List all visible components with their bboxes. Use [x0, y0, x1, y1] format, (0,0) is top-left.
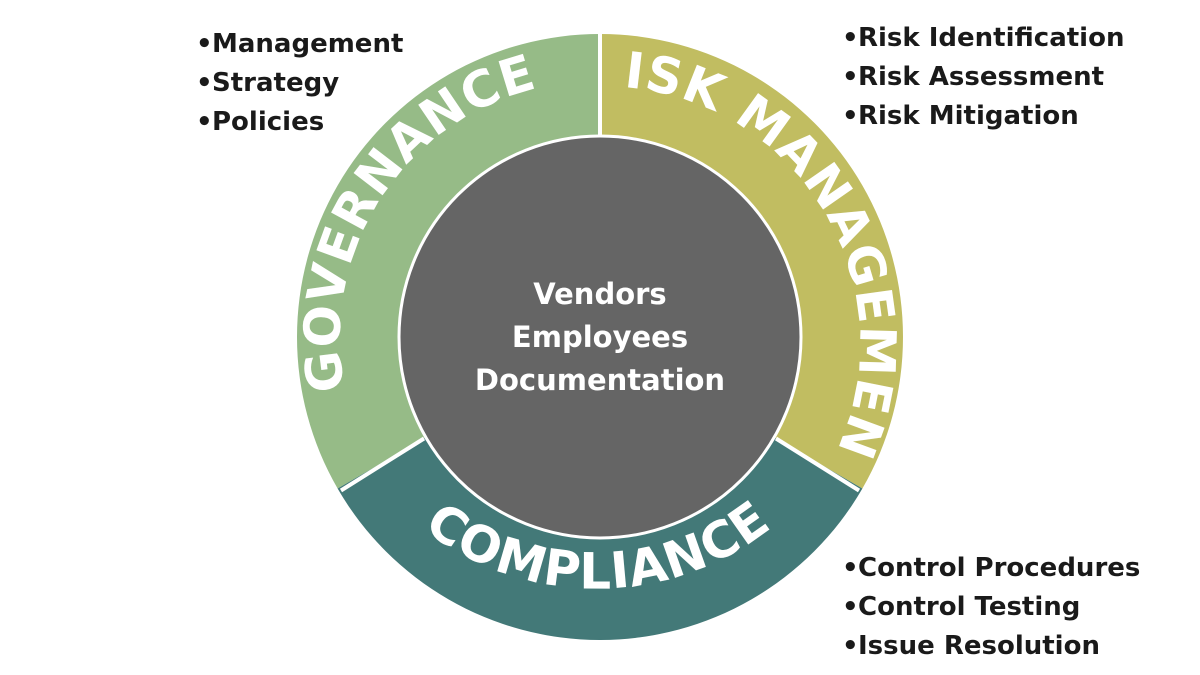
governance-bullet-item: Strategy: [196, 64, 403, 103]
compliance-bullets: Control Procedures Control Testing Issue…: [842, 549, 1140, 666]
risk-management-segment: [600, 34, 903, 489]
center-line-documentation: Documentation: [475, 363, 725, 397]
center-circle: [397, 134, 803, 540]
compliance-bullet-item: Issue Resolution: [842, 627, 1140, 666]
compliance-bullet-item: Control Testing: [842, 588, 1140, 627]
risk-bullet-item: Risk Identification: [842, 19, 1124, 58]
governance-segment: [297, 34, 600, 489]
governance-bullets: Management Strategy Policies: [196, 25, 403, 142]
center-line-vendors: Vendors: [533, 277, 666, 311]
risk-management-bullets: Risk Identification Risk Assessment Risk…: [842, 19, 1124, 136]
governance-bullet-item: Policies: [196, 103, 403, 142]
risk-bullet-item: Risk Mitigation: [842, 97, 1124, 136]
center-line-employees: Employees: [512, 320, 688, 354]
compliance-bullet-item: Control Procedures: [842, 549, 1140, 588]
risk-bullet-item: Risk Assessment: [842, 58, 1124, 97]
segment-dividers: [339, 30, 861, 493]
governance-bullet-item: Management: [196, 25, 403, 64]
